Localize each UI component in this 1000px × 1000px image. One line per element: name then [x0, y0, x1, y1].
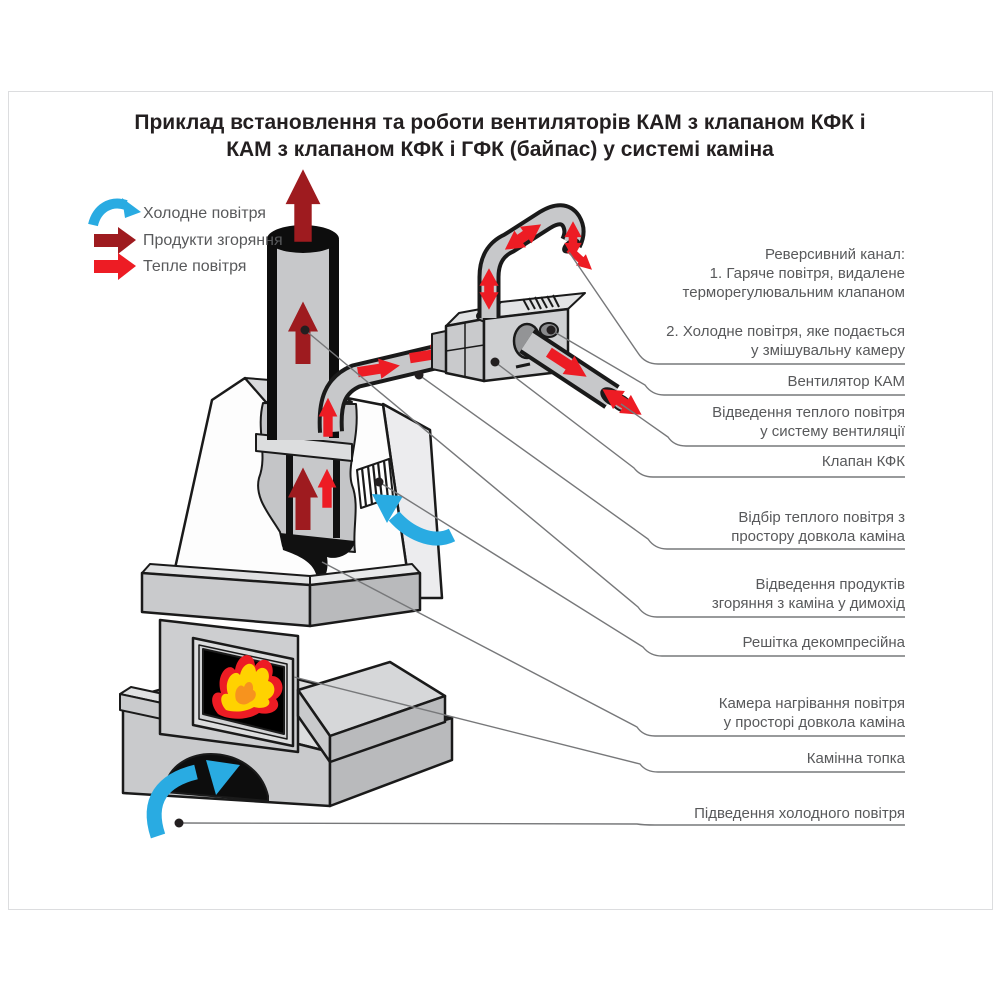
label-heating-chamber: Камера нагрівання повітря у просторі дов…: [718, 695, 905, 731]
flame: [212, 655, 283, 719]
page-title: Приклад встановлення та роботи вентилято…: [50, 109, 950, 163]
callout-line-valve: [494, 361, 905, 478]
cold-air-arrow-bottom: [146, 760, 240, 839]
label-fan-kam: Вентилятор КАМ: [787, 373, 905, 390]
label-warm-air-out: Відведення теплого повітря у систему вен…: [712, 404, 905, 440]
label-reversible-channel: Реверсивний канал: 1. Гаряче повітря, ви…: [682, 246, 905, 301]
callout-line-intake: [418, 374, 905, 550]
warm-air-arrow-icon: [94, 253, 136, 280]
callout-line-reversible: [568, 251, 905, 365]
callout-line-vent: [620, 403, 905, 447]
callout-line-firebox: [293, 676, 905, 773]
callout-line-cold: [178, 822, 905, 826]
label-warm-air-intake: Відбір теплого повітря з простору довкол…: [731, 509, 905, 545]
callout-line-fan: [550, 329, 905, 396]
legend-cold-air: Холодне повітря: [143, 205, 266, 222]
label-cold-air-supply: Підведення холодного повітря: [694, 805, 905, 822]
legend-combustion: Продукти згоряння: [143, 232, 283, 249]
label-grille: Решітка декомпресійна: [742, 634, 905, 651]
firebox-body: [158, 618, 447, 764]
callout-line-chamber: [321, 561, 905, 737]
hood: [170, 376, 444, 600]
label-reversible-channel-2: 2. Холодне повітря, яке подається у зміш…: [666, 323, 905, 359]
label-firebox: Камінна топка: [806, 750, 905, 767]
callout-lines: [178, 251, 905, 826]
soot-blob: [280, 533, 355, 580]
collar: [255, 433, 353, 462]
title-line-1: Приклад встановлення та роботи вентилято…: [134, 111, 866, 134]
combustion-arrow-icon: [94, 227, 136, 254]
legend-warm-air: Тепле повітря: [143, 258, 247, 275]
callout-line-grille: [378, 481, 905, 657]
callout-line-smoke: [304, 329, 905, 618]
label-combustion-out: Відведення продуктів згоряння з каміна у…: [711, 576, 905, 612]
callout-dots: [174, 325, 556, 828]
side-bench: [296, 660, 447, 764]
mantel-shelf: [140, 563, 422, 628]
title-line-2: КАМ з клапаном КФК і ГФК (байпас) у сист…: [226, 138, 774, 161]
label-valve-kfk: Клапан КФК: [821, 453, 905, 470]
chimney: [267, 169, 339, 440]
cold-air-arrow-icon: [88, 198, 141, 227]
cold-air-arrow-grille: [372, 494, 456, 546]
